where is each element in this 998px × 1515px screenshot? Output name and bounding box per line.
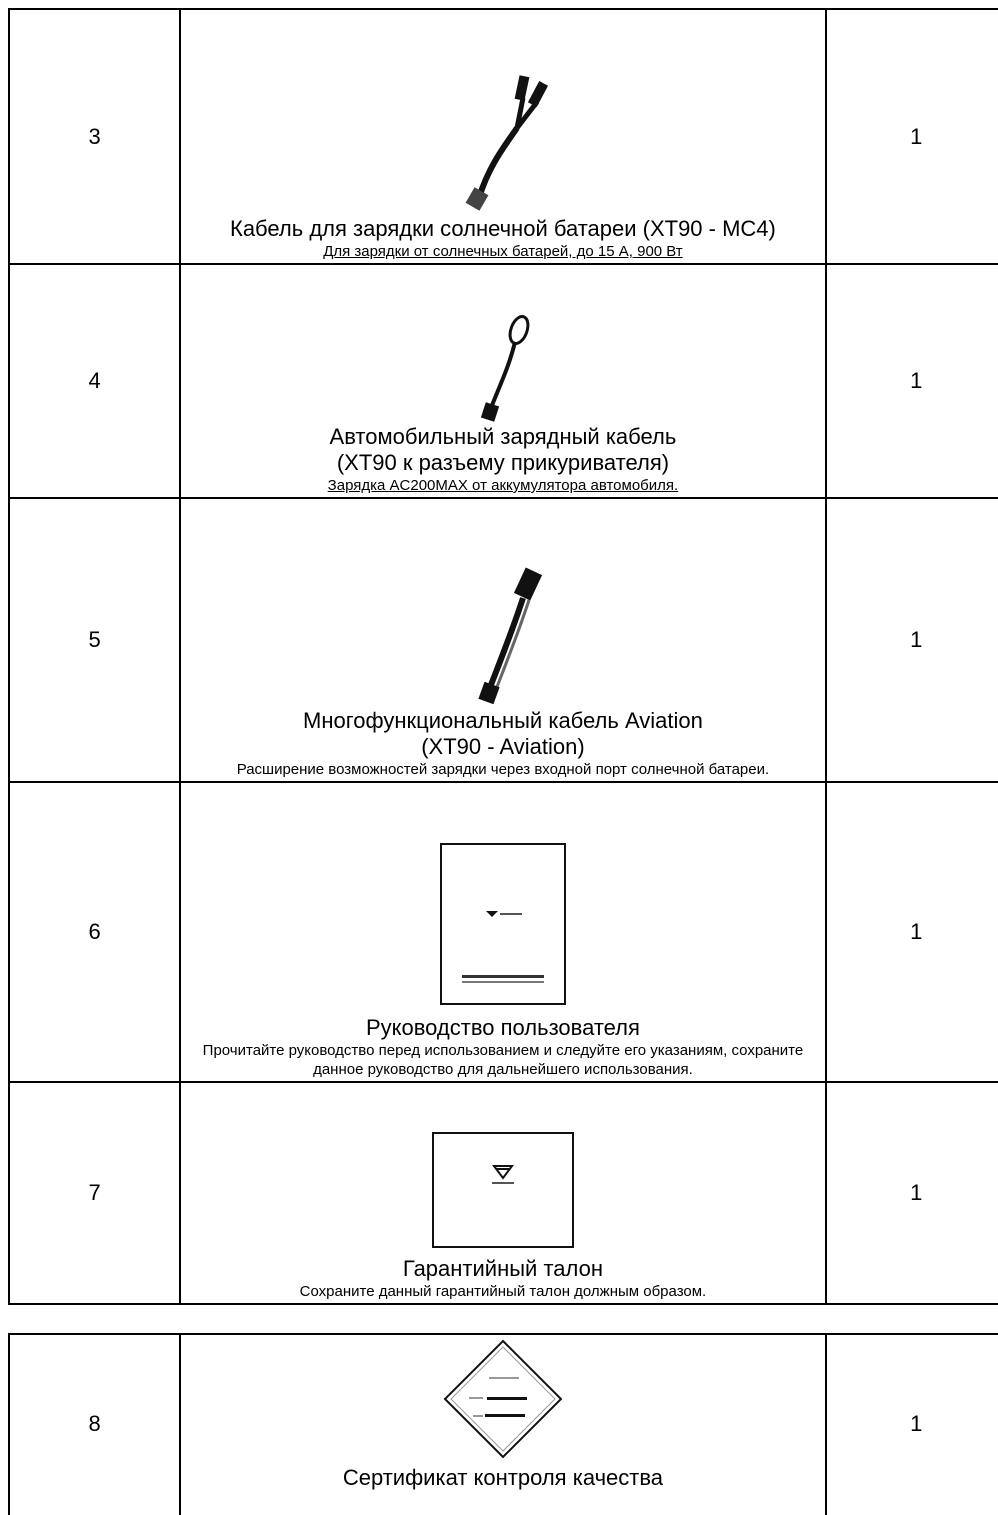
item-title: Кабель для зарядки солнечной батареи (XT… (230, 216, 776, 241)
item-title-line-2: (XT90 к разъему прикуривателя) (336, 450, 670, 475)
next-page-fragment: 8 Сертификат контроля качества 1 (0, 1333, 998, 1515)
quality-certificate-icon (443, 1339, 563, 1459)
row-description: Кабель для зарядки солнечной батареи (XT… (179, 8, 827, 265)
item-description: Для зарядки от солнечных батарей, до 15 … (323, 243, 683, 260)
item-title-line-1: Автомобильный зарядный кабель (329, 424, 677, 449)
warranty-card-icon (431, 1132, 574, 1248)
row-quantity: 1 (824, 8, 998, 265)
row-quantity: 1 (824, 263, 998, 499)
table-row: 8 Сертификат контроля качества 1 (7, 1333, 998, 1515)
row-number: 5 (7, 497, 182, 783)
item-description: Прочитайте руководство перед использован… (202, 1042, 804, 1078)
aviation-cable-icon (478, 567, 543, 705)
mc4-cable-icon (465, 75, 548, 211)
row-quantity: 1 (824, 781, 998, 1083)
row-quantity: 1 (824, 497, 998, 783)
item-description: Сохраните данный гарантийный талон должн… (299, 1283, 707, 1300)
item-title-line-2: (XT90 - Aviation) (421, 734, 585, 759)
row-number: 7 (7, 1081, 182, 1305)
row-number: 8 (7, 1333, 182, 1515)
row-description: Сертификат контроля качества (179, 1333, 827, 1515)
table-row: 5 Многофункциональный кабель Aviation (X… (7, 497, 998, 783)
item-title: Сертификат контроля качества (342, 1465, 664, 1490)
row-description: Многофункциональный кабель Aviation (XT9… (179, 497, 827, 783)
row-description: Гарантийный талон Сохраните данный гаран… (179, 1081, 827, 1305)
row-quantity: 1 (824, 1081, 998, 1305)
item-title-line-1: Многофункциональный кабель Aviation (303, 708, 703, 733)
item-description: Расширение возможностей зарядки через вх… (236, 761, 770, 778)
table-row: 7 Гарантийный талон Сохраните данный гар… (7, 1081, 998, 1305)
table-row: 3 Кабель для зарядки солнечной батареи (… (7, 8, 998, 265)
row-description: Руководство пользователя Прочитайте руко… (179, 781, 827, 1083)
row-quantity: 1 (824, 1333, 998, 1515)
user-manual-icon (439, 843, 566, 1005)
item-title: Руководство пользователя (365, 1015, 640, 1040)
package-contents-table-continued: 8 Сертификат контроля качества 1 (7, 1333, 998, 1515)
table-row: 4 Автомобильный зарядный кабель (XT90 к … (7, 263, 998, 499)
car-charging-cable-icon (480, 315, 530, 422)
table-row: 6 Руководство пользователя Прочитайте ру… (7, 781, 998, 1083)
package-contents-table: 3 Кабель для зарядки солнечной батареи (… (7, 8, 998, 1305)
row-number: 3 (7, 8, 182, 265)
item-title: Гарантийный талон (402, 1256, 603, 1281)
row-description: Автомобильный зарядный кабель (XT90 к ра… (179, 263, 827, 499)
row-number: 4 (7, 263, 182, 499)
row-number: 6 (7, 781, 182, 1083)
item-description: Зарядка AC200MAX от аккумулятора автомоб… (327, 477, 679, 494)
